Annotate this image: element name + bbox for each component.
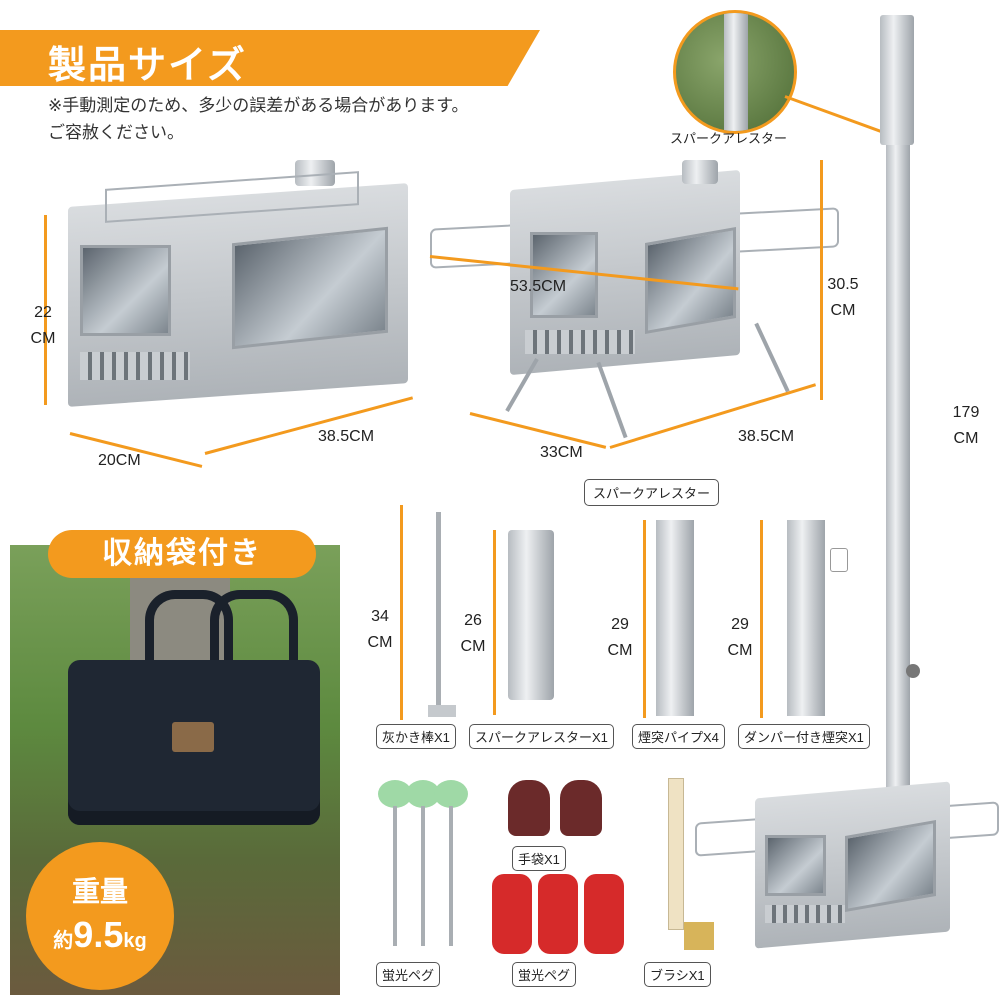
spark-arrester-zoom-pipe	[724, 13, 748, 131]
stove-open-flue	[682, 160, 718, 184]
arrester-callout-label: スパークアレスター	[670, 131, 788, 146]
center-height-line	[820, 160, 823, 400]
center-height-dimension: 30.5 CM	[827, 276, 859, 319]
weight-title: 重量	[71, 876, 128, 907]
assembled-door-window	[765, 835, 826, 896]
arrester-callout-line	[784, 95, 885, 134]
note-line-2: ご容赦ください。	[48, 123, 184, 142]
title-banner	[0, 30, 540, 86]
bag-brand-logo	[172, 722, 214, 752]
glove-left-illustration	[508, 780, 550, 836]
stove-closed-flue	[295, 160, 335, 186]
center-diagonal-dimension: 53.5CM	[510, 278, 567, 295]
ash-poker-illustration	[436, 512, 441, 712]
arrester-size-dimension: 26 CM	[460, 612, 486, 655]
center-depth-line	[469, 412, 607, 449]
left-width-dimension: 38.5CM	[318, 428, 375, 445]
chimney-damper-knob	[906, 664, 920, 678]
weight-unit: kg	[123, 930, 147, 952]
bag-handle-left	[145, 590, 233, 674]
left-height-dimension: 22 CM	[30, 304, 56, 347]
spark-arrester-zoom-circle	[673, 10, 797, 134]
left-depth-dimension: 20CM	[98, 452, 141, 469]
damper-size-dimension: 29 CM	[727, 616, 753, 659]
gloves-label: 手袋X1	[512, 846, 566, 871]
bag-handle-right	[210, 590, 298, 674]
center-width-dimension: 38.5CM	[738, 428, 795, 445]
stove-closed-door-window	[80, 245, 171, 336]
assembled-vents	[765, 905, 845, 923]
damper-label: ダンパー付き煙突X1	[738, 724, 870, 749]
peg-shaft-3	[449, 806, 453, 946]
damper-pipe-illustration	[787, 520, 825, 716]
stove-open-leg-2	[596, 361, 628, 439]
damper-handle	[830, 548, 848, 572]
stove-closed-vents	[80, 352, 190, 380]
rope-1-illustration	[492, 874, 532, 954]
poker-label: 灰かき棒X1	[376, 724, 456, 749]
weight-badge: 重量 約9.5kg	[26, 842, 174, 990]
pipe-label: 煙突パイプX4	[632, 724, 725, 749]
stove-closed-side-window	[232, 226, 388, 350]
assembled-side-window	[845, 819, 936, 913]
ash-poker-blade	[428, 705, 456, 717]
left-height-line	[44, 215, 47, 405]
measurement-note: ※手動測定のため、多少の誤差がある場合があります。 ご容赦ください。	[48, 92, 469, 146]
damper-size-line	[760, 520, 763, 718]
chimney-pipe	[886, 145, 910, 800]
pipe-size-line	[643, 520, 646, 718]
glove-right-illustration	[560, 780, 602, 836]
rope-3-illustration	[584, 874, 624, 954]
weight-prefix: 約	[53, 930, 74, 952]
ropes-label: 蛍光ペグ	[512, 962, 577, 987]
weight-value-line: 約9.5kg	[26, 914, 174, 956]
chimney-pipe-illustration	[656, 520, 694, 716]
poker-size-line	[400, 505, 403, 720]
poker-size-dimension: 34 CM	[367, 608, 393, 651]
brush-handle-illustration	[668, 778, 684, 930]
bag-included-tag: 収納袋付き	[48, 530, 316, 578]
brush-label: ブラシX1	[644, 962, 711, 987]
brush-bristles-illustration	[684, 922, 714, 950]
peg-head-3	[434, 780, 468, 808]
chimney-top-arrester	[880, 15, 914, 145]
accessories-section-label: スパークアレスター	[584, 479, 720, 506]
chimney-height-dimension: 179 CM	[952, 404, 980, 447]
rope-2-illustration	[538, 874, 578, 954]
pegs-label: 蛍光ペグ	[376, 962, 441, 987]
weight-value: 9.5	[73, 914, 124, 955]
page-title: 製品サイズ	[48, 45, 247, 87]
arrester-label: スパークアレスターX1	[469, 724, 614, 749]
note-line-1: ※手動測定のため、多少の誤差がある場合があります。	[48, 96, 469, 115]
peg-shaft-1	[393, 806, 397, 946]
center-depth-dimension: 33CM	[540, 444, 583, 461]
left-width-line	[204, 396, 414, 455]
arrester-size-line	[493, 530, 496, 715]
peg-shaft-2	[421, 806, 425, 946]
pipe-size-dimension: 29 CM	[607, 616, 633, 659]
spark-arrester-illustration	[508, 530, 554, 700]
stove-open-leg-3	[754, 322, 790, 393]
stove-open-vents	[525, 330, 635, 354]
